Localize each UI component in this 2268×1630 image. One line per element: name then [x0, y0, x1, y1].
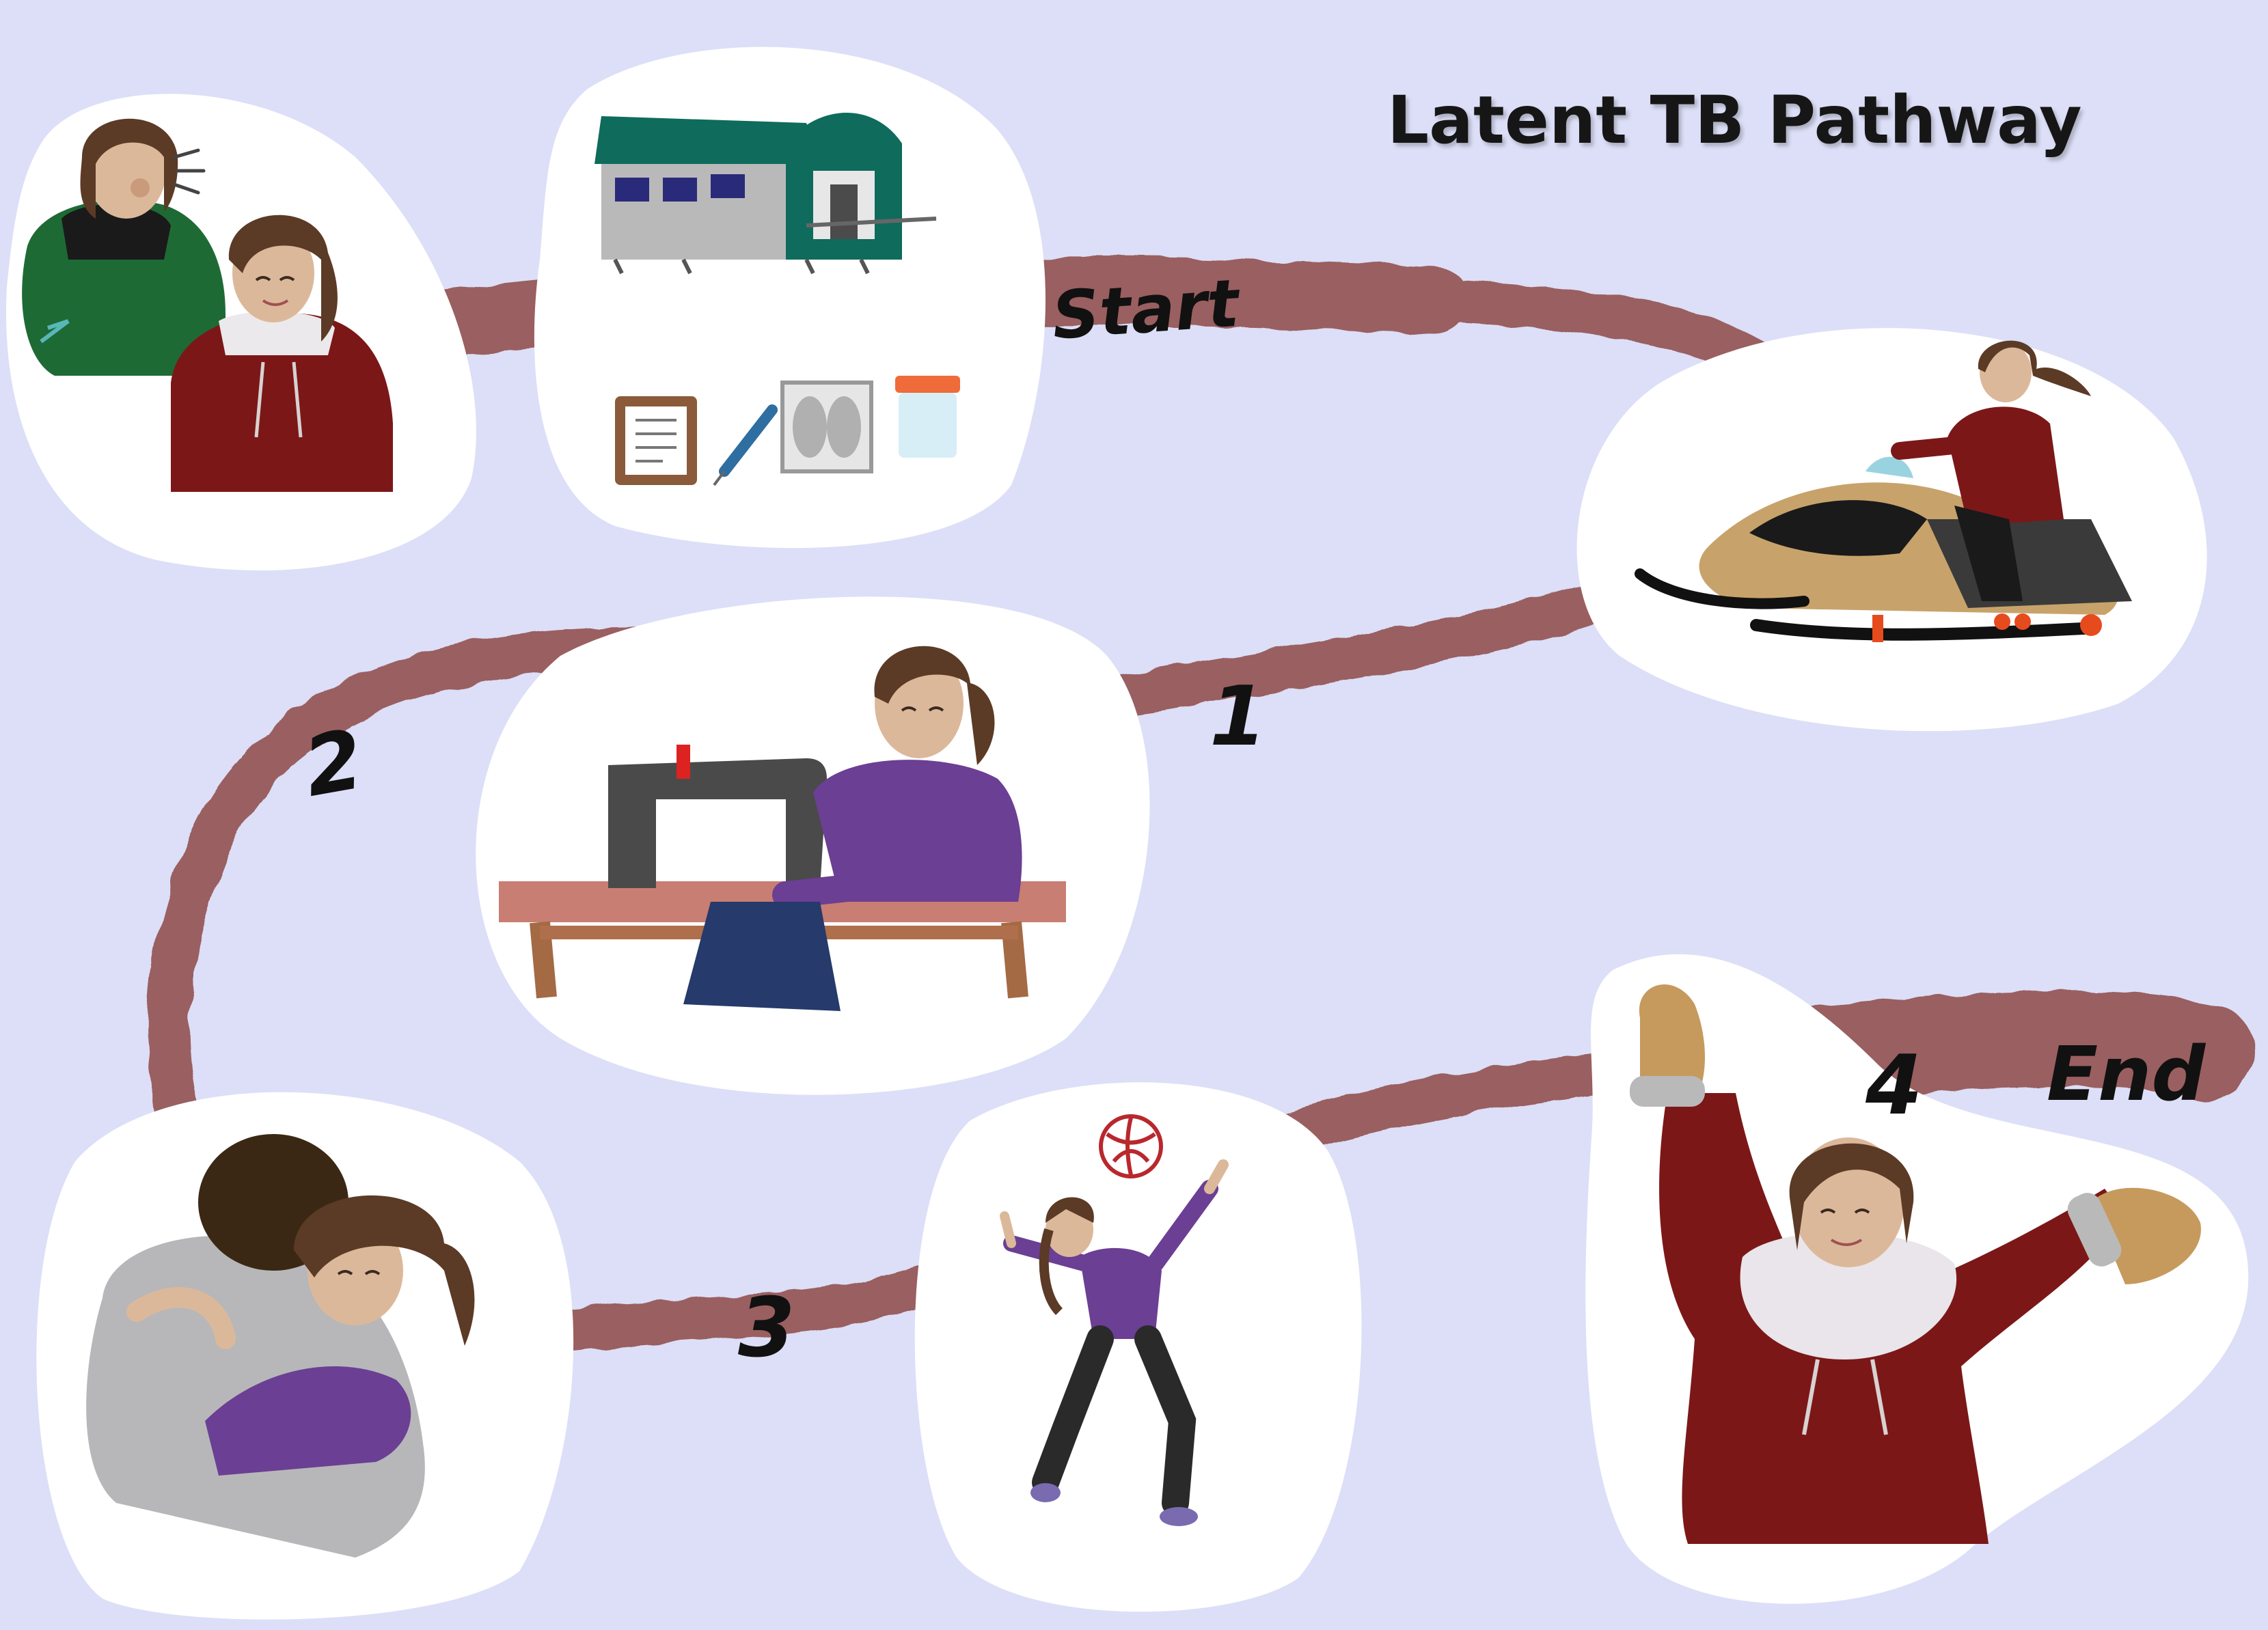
page-title: Latent TB Pathway — [1387, 82, 2082, 158]
volleyball-icon — [1101, 1116, 1161, 1176]
label-step-4: 4 — [1865, 1038, 1923, 1133]
clipboard-icon — [615, 396, 697, 485]
health-centre-icon — [595, 113, 936, 273]
label-step-2: 2 — [297, 712, 370, 815]
label-step-1: 1 — [1210, 669, 1267, 764]
label-step-3: 3 — [738, 1281, 795, 1376]
label-start: Start — [1050, 265, 1243, 355]
label-end: End — [2047, 1030, 2206, 1118]
chest-xray-icon — [782, 383, 871, 471]
sputum-cup-icon — [895, 376, 960, 458]
